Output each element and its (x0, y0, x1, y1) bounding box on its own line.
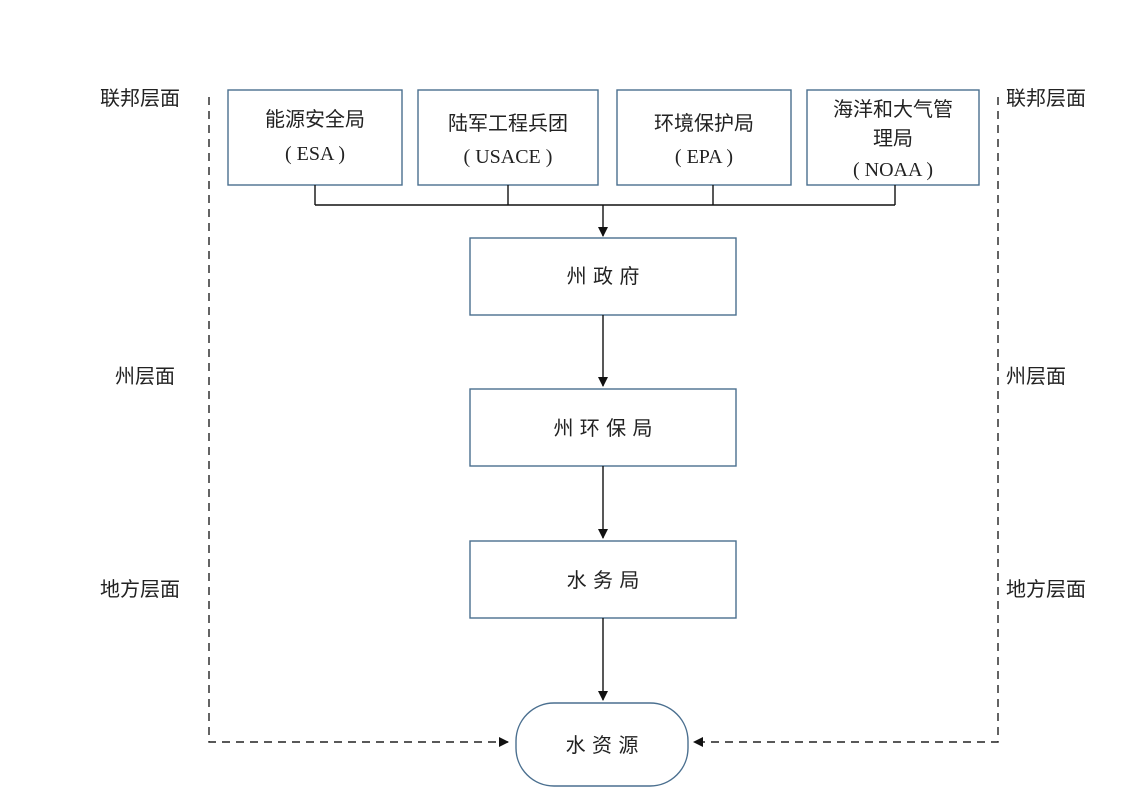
agency-name-noaa-line1: 海洋和大气管 (833, 97, 953, 121)
agency-name-esa: 能源安全局 (265, 107, 365, 131)
level-label-local-left: 地方层面 (100, 577, 180, 601)
level-label-federal-right: 联邦层面 (1006, 86, 1086, 110)
federal-bracket-connector (314, 185, 896, 237)
agency-box-noaa: 海洋和大气管 理局 ( NOAA ) (806, 89, 980, 186)
node-label-state-epa: 州 环 保 局 (553, 416, 652, 440)
level-label-state-right: 州层面 (1006, 364, 1066, 388)
agency-box-esa: 能源安全局 ( ESA ) (227, 89, 403, 186)
node-state-government: 州 政 府 (469, 237, 737, 316)
node-label-state-government: 州 政 府 (567, 264, 640, 288)
node-water-resources: 水 资 源 (515, 702, 689, 787)
agency-name-noaa-line2: 理局 (873, 126, 913, 150)
node-label-water-resources: 水 资 源 (566, 733, 639, 757)
agency-box-usace: 陆军工程兵团 ( USACE ) (417, 89, 599, 186)
level-label-local-right: 地方层面 (1006, 577, 1086, 601)
agency-abbr-noaa: ( NOAA ) (853, 159, 933, 181)
dashed-boundary-right (693, 97, 999, 747)
agency-name-epa: 环境保护局 (654, 111, 754, 135)
dashed-boundary-left (208, 97, 509, 747)
agency-box-epa: 环境保护局 ( EPA ) (616, 89, 792, 186)
node-label-water-bureau: 水 务 局 (567, 568, 640, 592)
node-water-bureau: 水 务 局 (469, 540, 737, 619)
agency-name-usace: 陆军工程兵团 (448, 111, 568, 135)
node-state-epa: 州 环 保 局 (469, 388, 737, 467)
level-label-state-left: 州层面 (115, 364, 175, 388)
level-label-federal-left: 联邦层面 (100, 86, 180, 110)
agency-abbr-usace: ( USACE ) (464, 146, 553, 168)
agency-abbr-esa: ( ESA ) (285, 143, 345, 165)
agency-abbr-epa: ( EPA ) (675, 146, 733, 168)
